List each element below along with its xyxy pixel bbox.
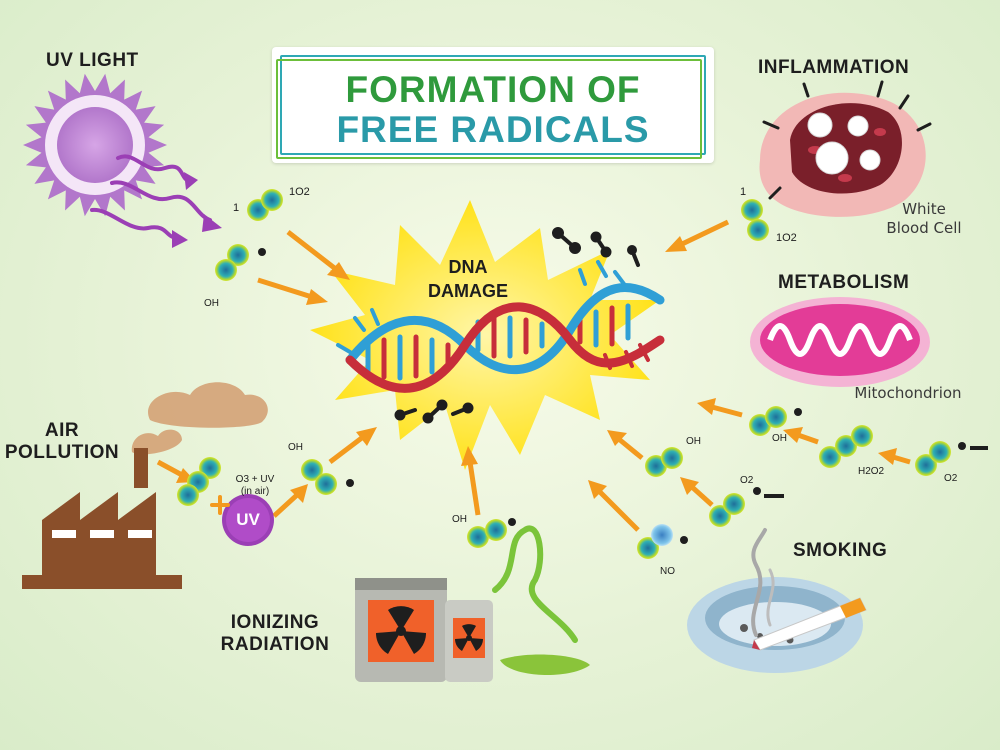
- singlet-oxygen-molecule-inflammation: [741, 199, 769, 241]
- hydroxyl-label-center-right: OH: [686, 436, 701, 447]
- metabolism-label: METABOLISM: [778, 272, 910, 293]
- white-blood-cell-icon: [759, 80, 932, 217]
- hydrogen-peroxide-label: H2O2: [858, 466, 885, 477]
- arrow-hydroxyl-to-dna: [257, 277, 328, 305]
- hydroxyl-molecule-air: [301, 459, 354, 495]
- hydroxyl-label-air: OH: [288, 442, 303, 453]
- reaction-arrows: [156, 219, 911, 532]
- title-line-1: FORMATION OF: [345, 69, 641, 110]
- uv-light-label: UV LIGHT: [46, 50, 139, 71]
- ozone-molecule: [177, 457, 221, 506]
- title-line-2: FREE RADICALS: [336, 109, 650, 150]
- mitochondrion-icon: [750, 297, 930, 387]
- ozone-uv-line-2: (in air): [240, 486, 270, 497]
- hydroxyl-molecule-radiation: [467, 518, 516, 548]
- hydroxyl-molecule-uv: [215, 244, 266, 281]
- smoking-label: SMOKING: [793, 540, 888, 561]
- arrow-uv-to-hydroxyl: [272, 484, 308, 518]
- mitochondrion-caption: Mitochondrion: [854, 384, 962, 402]
- inflammation-label: INFLAMMATION: [758, 57, 910, 78]
- title-frame-green: [276, 59, 702, 159]
- air-pollution-line-1: AIR: [44, 420, 80, 441]
- air-pollution-line-2: POLLUTION: [4, 442, 120, 463]
- ozone-uv-label: O3 + UV (in air): [230, 474, 280, 498]
- singlet-oxygen-label-inflammation: 1O2: [776, 232, 797, 244]
- factory-icon: [22, 382, 268, 589]
- superoxide-label-mid: O2: [740, 475, 754, 486]
- arrow-mito-hydroxyl-to-dna: [697, 398, 743, 418]
- superoxide-molecule-right: [915, 441, 988, 476]
- ashtray-cigarette-icon: [687, 528, 867, 673]
- white-blood-cell-caption-line-2: Blood Cell: [886, 219, 962, 237]
- arrow-air-hydroxyl-to-dna: [328, 427, 377, 464]
- hydroxyl-molecule-center-right: [645, 447, 683, 477]
- dna-damage-line-1: DNA: [448, 257, 488, 277]
- arrow-peroxide-to-hydroxyl: [783, 427, 819, 445]
- singlet-number-uv: 1: [233, 202, 240, 214]
- title-frame-teal: [280, 55, 706, 155]
- plus-icon: [210, 495, 230, 515]
- arrow-radiation-to-dna: [461, 446, 481, 516]
- ionizing-radiation-label: IONIZING RADIATION: [205, 612, 345, 656]
- air-pollution-label: AIR POLLUTION: [0, 420, 124, 464]
- ionizing-radiation-line-2: RADIATION: [220, 634, 330, 655]
- uv-sun-icon: [23, 73, 222, 248]
- arrow-superoxide-to-hydroxyl: [680, 477, 714, 507]
- dna-helix: [336, 227, 665, 424]
- title-box: FORMATION OF FREE RADICALS: [272, 47, 714, 163]
- uv-badge: [222, 494, 274, 546]
- white-blood-cell-caption: White Blood Cell: [868, 200, 980, 238]
- singlet-oxygen-label-uv: 1O2: [289, 186, 310, 198]
- dna-damage-starburst: [310, 200, 660, 470]
- hydroxyl-label-uv: OH: [204, 298, 219, 309]
- arrow-superoxide-to-peroxide: [878, 448, 911, 465]
- arrow-metab-hydroxyl-to-dna: [607, 430, 644, 460]
- hydroxyl-molecule-mitochondria: [749, 406, 802, 436]
- hydroxyl-label-radiation: OH: [452, 514, 467, 525]
- radioactive-barrels-icon: [355, 525, 590, 682]
- singlet-number-inflammation: 1: [740, 186, 747, 198]
- hydroxyl-label-mitochondria: OH: [772, 433, 787, 444]
- ozone-uv-line-1: O3 + UV: [235, 474, 275, 485]
- nitric-oxide-label: NO: [660, 566, 675, 577]
- singlet-oxygen-molecule-uv: [247, 189, 283, 221]
- hydrogen-peroxide-molecule: [819, 425, 873, 468]
- superoxide-molecule-mid: [709, 487, 784, 527]
- dna-damage-line-2: DAMAGE: [428, 281, 508, 301]
- nitric-oxide-molecule: [637, 524, 688, 559]
- uv-badge-label: UV: [236, 510, 260, 529]
- arrow-no-to-dna: [588, 480, 640, 532]
- superoxide-label-right: O2: [944, 473, 958, 484]
- white-blood-cell-caption-line-1: White: [902, 200, 946, 218]
- arrow-singlet-to-dna: [286, 230, 350, 280]
- ionizing-radiation-line-1: IONIZING: [230, 612, 320, 633]
- arrow-inflammation-to-dna: [665, 219, 730, 252]
- dna-damage-label: DNA DAMAGE: [408, 255, 528, 303]
